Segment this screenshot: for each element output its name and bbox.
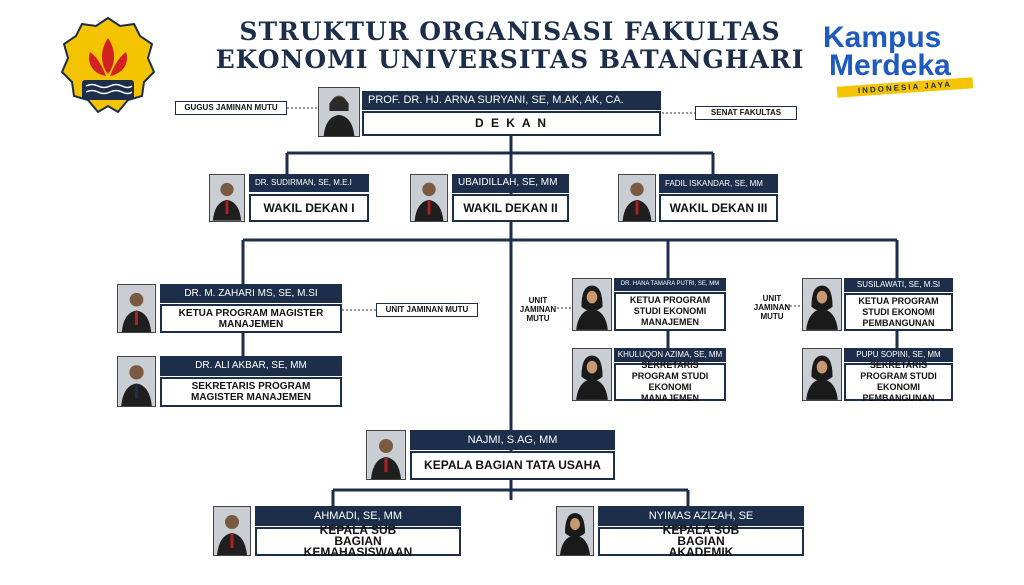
senat-fakultas-label: SENAT FAKULTAS [695,106,797,120]
kpep-role: KETUA PROGRAM STUDI EKONOMI PEMBANGUNAN [844,293,953,331]
spep-photo [802,348,842,401]
spep-role: SEKRETARIS PROGRAM STUDI EKONOMI PEMBANG… [844,360,953,403]
dekan-photo [318,87,360,137]
page-title-line2: EKONOMI UNIVERSITAS BATANGHARI [215,45,805,74]
spem-photo [572,348,612,401]
kampus-merdeka-logo: Kampus Merdeka INDONESIA JAYA [823,21,983,114]
wd1-name: DR. SUDIRMAN, SE, M.E.I [249,174,369,192]
spmm-photo [117,356,156,407]
unit-jaminan-mutu-mm-label: UNIT JAMINAN MUTU [376,303,478,317]
wd2-name: UBAIDILLAH, SE, MM [452,174,569,193]
spmm-role: SEKRETARIS PROGRAM MAGISTER MANAJEMEN [160,377,342,407]
unit-jaminan-mutu-em-label: UNIT JAMINAN MUTU [519,296,557,323]
spmm-name: DR. ALI AKBAR, SE, MM [160,356,342,376]
university-logo [60,16,156,116]
dekan-name: PROF. DR. HJ. ARNA SURYANI, SE, M.AK, AK… [362,91,661,110]
spep-name: PUPU SOPINI, SE, MM [844,348,953,362]
spem-name: KHULUQON AZIMA, SE, MM [614,348,726,362]
spem-role: SEKRETARIS PROGRAM STUDI EKONOMI MANAJEM… [614,360,726,403]
merdeka-text: Merdeka [829,49,951,82]
kbtu-name: NAJMI, S.AG, MM [410,430,615,450]
wd1-role: WAKIL DEKAN I [249,194,369,222]
wd2-photo [410,174,448,222]
kpmm-role: KETUA PROGRAM MAGISTER MANAJEMEN [160,304,342,333]
kpmm-name: DR. M. ZAHARI MS, SE, M.SI [160,284,342,303]
kpem-name: DR. HANA TAMARA PUTRI, SE, MM [614,278,726,291]
wd2-role: WAKIL DEKAN II [452,194,569,222]
dekan-role: D E K A N [362,111,661,136]
ksbk-name: AHMADI, SE, MM [255,506,461,526]
kpep-photo [802,278,842,331]
ksba-role: KEPALA SUB BAGIAN AKADEMIK [598,524,804,558]
wd1-photo [209,174,245,222]
wd3-photo [618,174,656,222]
wd3-name: FADIL ISKANDAR, SE, MM [659,174,778,193]
kbtu-role: KEPALA BAGIAN TATA USAHA [410,451,615,480]
ksbk-role: KEPALA SUB BAGIAN KEMAHASISWAAN [255,524,461,558]
ksba-name: NYIMAS AZIZAH, SE [598,506,804,526]
page-title-line1: STRUKTUR ORGANISASI FAKULTAS [239,17,781,46]
gugus-jaminan-mutu-label: GUGUS JAMINAN MUTU [175,101,287,115]
kampus-text: Kampus [823,21,942,54]
ksba-photo [556,506,594,556]
wd3-role: WAKIL DEKAN III [659,194,778,222]
ksbk-photo [213,506,251,556]
kpmm-photo [117,284,156,333]
kpep-name: SUSILAWATI, SE, M.SI [844,278,953,292]
kbtu-photo [366,430,406,480]
unit-jaminan-mutu-ep-label: UNIT JAMINAN MUTU [753,294,791,321]
kpem-photo [572,278,612,331]
kpem-role: KETUA PROGRAM STUDI EKONOMI MANAJEMEN [614,292,726,331]
